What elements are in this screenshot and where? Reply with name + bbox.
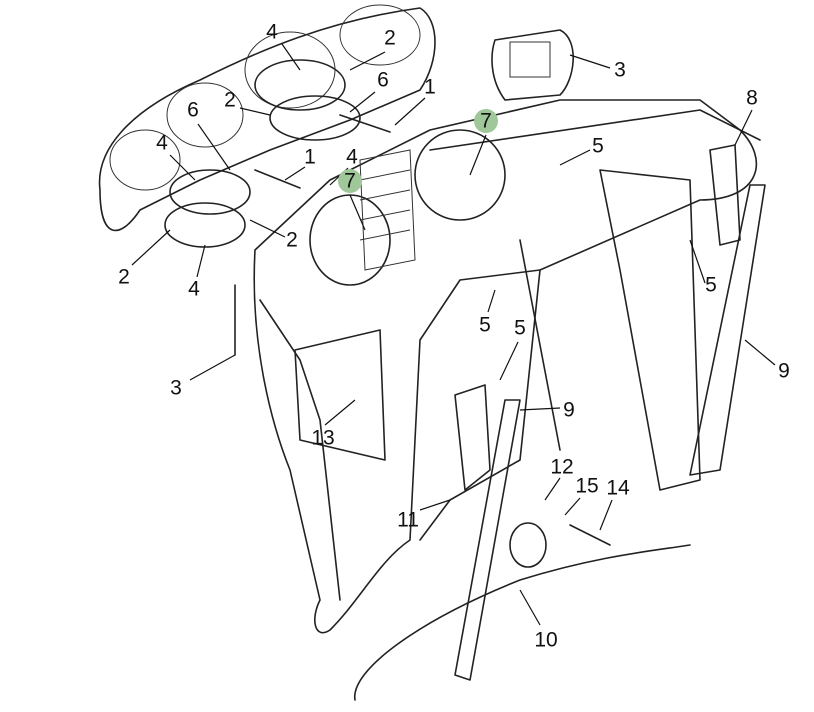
- callout-10: 10: [534, 629, 557, 652]
- callout-9: 9: [563, 399, 575, 422]
- seal-strip-right: [689, 184, 766, 476]
- callout-2: 2: [224, 89, 236, 112]
- side-bracket: [454, 384, 491, 491]
- callout-labels: 4 2 3 8 2 6 1 6 7 5 4 1 4 7 2 2 4 5 5 5 …: [118, 21, 790, 652]
- callout-6: 6: [187, 99, 199, 122]
- highlight-marker: [338, 169, 362, 193]
- screws: [254, 114, 391, 189]
- callout-8: 8: [746, 87, 758, 110]
- callout-5: 5: [592, 135, 604, 158]
- callout-7: 7: [480, 110, 492, 133]
- highlight-marker: [474, 109, 498, 133]
- bracket: [709, 144, 741, 246]
- callout-6: 6: [377, 69, 389, 92]
- callout-2: 2: [384, 27, 396, 50]
- callout-2: 2: [118, 266, 130, 289]
- callout-11: 11: [397, 509, 419, 532]
- dash-housing: [253, 99, 761, 634]
- callout-5: 5: [705, 274, 717, 297]
- cover-plate: [491, 29, 574, 101]
- callout-9: 9: [778, 360, 790, 383]
- callout-7: 7: [344, 170, 356, 193]
- cable: [354, 544, 691, 701]
- callout-14: 14: [606, 477, 630, 500]
- callout-15: 15: [575, 475, 598, 498]
- callout-4: 4: [346, 146, 358, 169]
- instrument-bezel: [98, 4, 436, 232]
- callout-3: 3: [170, 377, 182, 400]
- seal-strip-center: [454, 399, 521, 681]
- callout-2: 2: [286, 229, 298, 252]
- callout-5: 5: [514, 317, 526, 340]
- callout-4: 4: [266, 21, 278, 44]
- callout-1: 1: [424, 76, 436, 99]
- callout-4: 4: [188, 278, 200, 301]
- callout-4: 4: [156, 132, 168, 155]
- callout-12: 12: [550, 456, 573, 479]
- callout-3: 3: [614, 59, 626, 82]
- callout-13: 13: [311, 427, 334, 450]
- callout-1: 1: [304, 146, 316, 169]
- callout-5: 5: [479, 314, 491, 337]
- knob: [509, 522, 547, 568]
